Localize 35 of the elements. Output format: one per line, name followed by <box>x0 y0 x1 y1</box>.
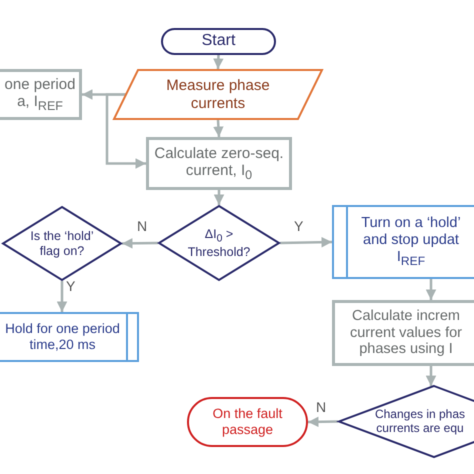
node-text: ΔI$_{0}$ > Threshold? <box>186 226 252 260</box>
node-text: Measure phase currents <box>165 77 271 112</box>
arrow <box>106 93 146 169</box>
node-text: one period a, I$_{REF}$ <box>4 76 76 114</box>
edge-label: N <box>136 219 148 233</box>
node-text: Calculate zero-seq. current, I$_{0}$ <box>153 144 285 182</box>
node-text: On the fault passage <box>212 406 284 438</box>
end-terminal <box>187 397 308 447</box>
arrow <box>426 366 436 386</box>
node-text: Hold for one period time,20 ms <box>4 321 121 353</box>
predefined-process-box <box>332 205 474 279</box>
decision-diamond <box>338 385 474 458</box>
edge-label: Y <box>65 279 76 293</box>
arrow <box>213 54 224 70</box>
arrow <box>122 238 158 249</box>
arrow <box>214 190 224 205</box>
decision-diamond <box>2 206 122 281</box>
node-text: Start <box>202 32 236 51</box>
arrow <box>280 236 332 248</box>
edge-label: N <box>315 400 328 414</box>
process-box <box>146 137 292 190</box>
edge-label: Y <box>293 219 304 233</box>
node-text: Calculate increm current values for phases using I <box>348 308 464 358</box>
start-terminal <box>161 28 276 55</box>
arrow <box>426 279 436 300</box>
arrow <box>308 416 338 428</box>
node-text: Turn on a ‘hold’ and stop updat I$_{REF}$ <box>360 215 462 269</box>
process-box <box>332 300 474 366</box>
arrow <box>213 120 224 138</box>
node-text: Is the ‘hold’ flag on? <box>29 229 95 258</box>
input-parallelogram <box>113 69 323 120</box>
arrow <box>56 281 68 312</box>
predefined-process-box <box>0 312 139 362</box>
node-text: Changes in phas currents are equ <box>374 408 466 436</box>
decision-diamond <box>158 205 280 281</box>
